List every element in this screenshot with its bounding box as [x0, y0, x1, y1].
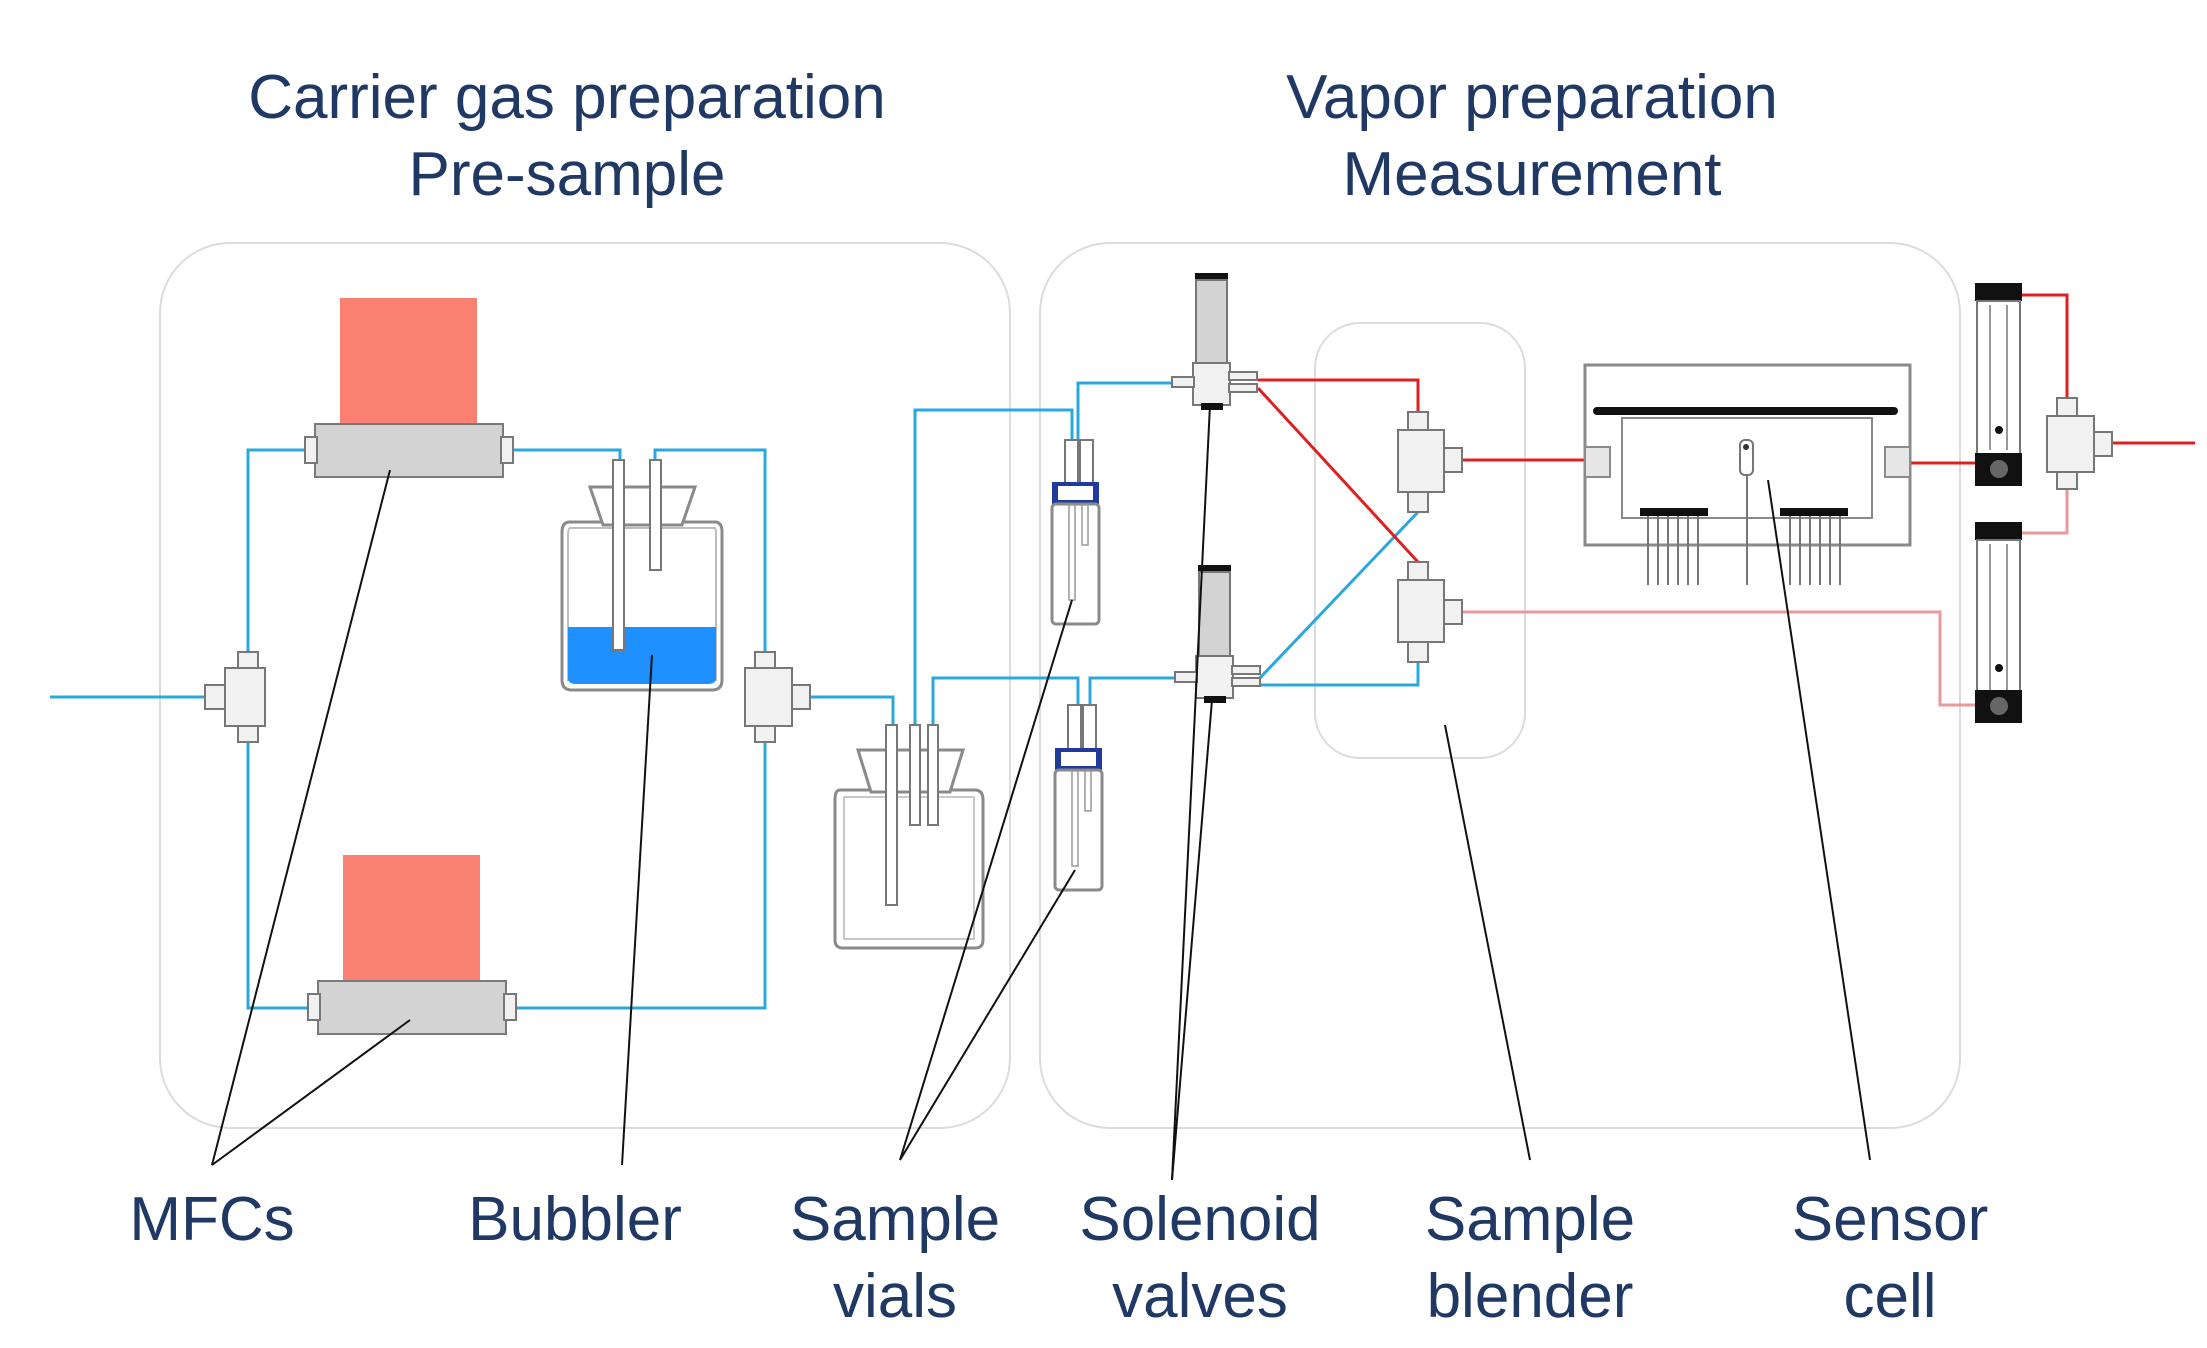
trap-bottle: [833, 724, 985, 950]
sample-blender-panel: [1314, 322, 1526, 759]
carrier-gas-panel: [159, 242, 1011, 1129]
vapor-tubing: [1256, 293, 2195, 564]
reference-tubing: [1460, 487, 2069, 707]
carrier-gas-tubing: [50, 381, 1420, 1010]
bubbler: [560, 459, 724, 692]
label-sample-vials-line2: vials: [833, 1262, 957, 1331]
right-title-line1: Vapor preparation: [1286, 63, 1778, 132]
solenoid-valve-bottom: [1174, 565, 1261, 703]
label-sample-vials-line1: Sample: [790, 1185, 1000, 1254]
label-sample-blender-line1: Sample: [1425, 1185, 1635, 1254]
blender-tee-top: [1397, 411, 1463, 513]
label-bubbler: Bubbler: [468, 1185, 682, 1254]
label-solenoid-valves-line1: Solenoid: [1079, 1185, 1320, 1254]
mfc-top: [304, 298, 514, 478]
label-solenoid-valves-line2: valves: [1112, 1262, 1288, 1331]
label-sensor-cell-line2: cell: [1843, 1262, 1936, 1331]
left-title-line1: Carrier gas preparation: [248, 63, 886, 132]
mfc-bottom: [307, 855, 517, 1035]
right-title-line2: Measurement: [1342, 140, 1721, 209]
left-title-line2: Pre-sample: [409, 140, 726, 209]
leader-lines: [211, 404, 1871, 1181]
label-sensor-cell-line1: Sensor: [1792, 1185, 1988, 1254]
flow-meter-bottom: [1975, 522, 2022, 723]
flow-meter-top: [1975, 283, 2022, 486]
sample-vial-top: [1050, 439, 1101, 626]
inlet-tee-fitting: [204, 651, 266, 743]
sensor-cell: [1583, 363, 1912, 585]
solenoid-valve-top: [1171, 273, 1258, 410]
sample-vial-bottom: [1053, 704, 1104, 892]
blender-tee-bottom: [1397, 561, 1463, 663]
outlet-tee-fitting: [2046, 397, 2113, 490]
label-mfcs: MFCs: [129, 1185, 294, 1254]
label-sample-blender-line2: blender: [1427, 1262, 1634, 1331]
bubbler-outlet-tee-fitting: [744, 651, 811, 743]
